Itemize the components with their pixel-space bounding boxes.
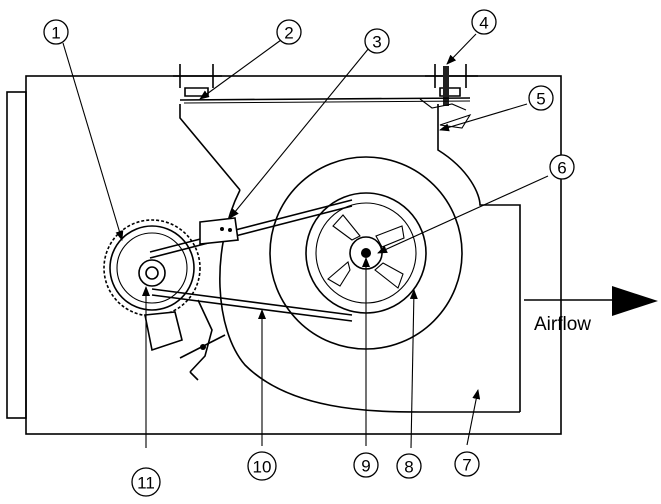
leader-3: [229, 47, 370, 219]
callout-9-circle: [353, 452, 379, 478]
callout-4-circle: [471, 9, 497, 35]
airflow-arrow-icon: [612, 286, 658, 316]
callout-11-circle: [131, 467, 161, 497]
leader-lines: [62, 33, 549, 449]
leader-6: [377, 175, 549, 254]
adjust-bolt: [443, 66, 449, 106]
callout-7: 7: [462, 456, 471, 475]
leader-1: [62, 42, 124, 241]
callout-9: 9: [361, 457, 370, 476]
callout-6-circle: [549, 154, 575, 180]
callout-10: 10: [253, 458, 272, 477]
leader-5: [439, 103, 528, 132]
belt: [149, 199, 353, 322]
leader-8: [409, 289, 418, 449]
callout-3: 3: [372, 33, 381, 52]
callout-8: 8: [404, 458, 413, 477]
leader-2: [199, 39, 282, 100]
blower-housing: [179, 104, 521, 413]
housing: [6, 75, 562, 435]
airflow-label: Airflow: [534, 314, 591, 335]
callout-2: 2: [284, 24, 293, 43]
callout-8-circle: [396, 453, 422, 479]
callout-1-circle: [43, 19, 69, 45]
leader-4: [446, 33, 477, 65]
callout-5: 5: [536, 90, 545, 109]
callout-6: 6: [557, 159, 566, 178]
airflow-indicator: Airflow: [524, 286, 658, 335]
mounting-brackets: [173, 64, 478, 111]
callout-10-circle: [247, 451, 277, 481]
belt-tensioner: [199, 217, 239, 245]
side-panel: [6, 91, 27, 419]
callout-11: 11: [137, 474, 155, 493]
motor-base: [144, 299, 226, 381]
motor-pulley: [103, 219, 201, 317]
callout-2-circle: [276, 19, 302, 45]
callout-7-circle: [454, 451, 480, 477]
callout-3-circle: [364, 28, 390, 54]
leader-7: [466, 389, 481, 446]
callout-1: 1: [51, 24, 60, 43]
callouts: 1 2 3 4 5 6 7 8 9 10 11: [43, 9, 575, 497]
callout-5-circle: [528, 85, 554, 111]
callout-4: 4: [479, 14, 488, 33]
support-rail: [179, 97, 471, 101]
